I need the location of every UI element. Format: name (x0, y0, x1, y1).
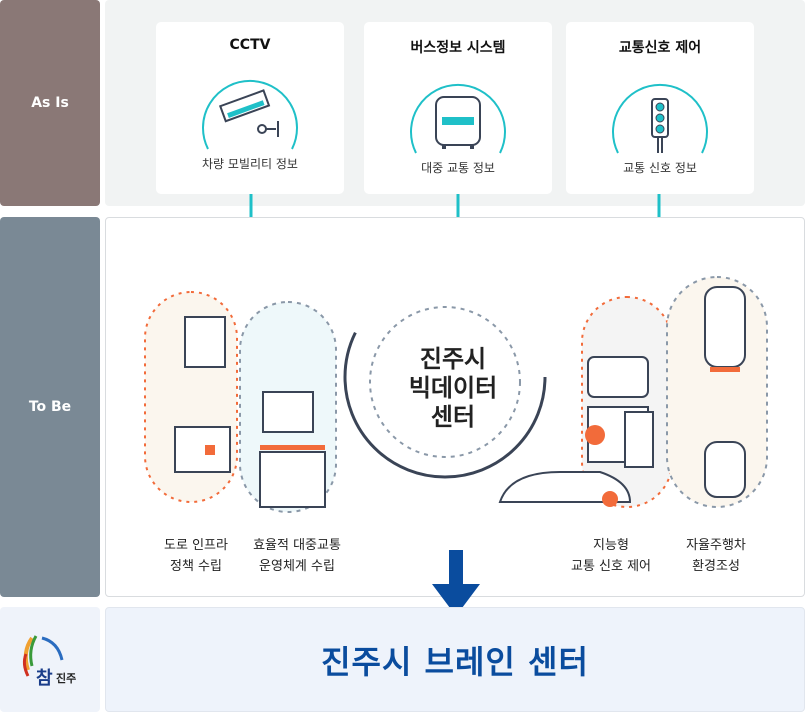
big-data-center-title: 진주시 빅데이터 센터 (408, 345, 498, 431)
card-subtitle: 차량 모빌리티 정보 (202, 157, 298, 171)
brain-center-title: 진주시 브레인 센터 (321, 642, 589, 681)
as-is-text: As Is (31, 95, 69, 111)
svg-text:진주: 진주 (56, 671, 76, 685)
brain-center-panel: 진주시 브레인 센터 (105, 607, 805, 712)
to-be-label: To Be (0, 217, 100, 597)
card-title: 교통신호 제어 (618, 40, 702, 56)
big-data-illustration (144, 275, 768, 513)
bus-icon (410, 83, 506, 154)
as-is-label: As Is (0, 0, 100, 206)
autonomous-vehicle-label: 자율주행차 환경조성 (686, 538, 746, 574)
card-title: CCTV (229, 37, 271, 53)
logo-icon: 참 진주 (22, 634, 76, 689)
svg-text:참: 참 (36, 668, 53, 689)
to-be-text: To Be (28, 399, 72, 415)
traffic-signal-card: 교통신호 제어 교통 신호 정보 (566, 22, 754, 194)
public-transit-label: 효율적 대중교통 운영체계 수립 (253, 538, 341, 574)
smart-signal-label: 지능형 교통 신호 제어 (570, 538, 652, 574)
card-subtitle: 대중 교통 정보 (421, 161, 495, 175)
bus-card: 버스정보 시스템 대중 교통 정보 (364, 22, 552, 194)
big-arrow-down-icon (432, 550, 480, 616)
card-subtitle: 교통 신호 정보 (623, 161, 697, 175)
road-infra-label: 도로 인프라 정책 수립 (164, 538, 228, 574)
cctv-icon (202, 79, 298, 150)
traffic-light-icon (612, 83, 708, 154)
cctv-card: CCTV 차량 모빌리티 정보 (156, 22, 344, 194)
charm-jinju-logo: 참 진주 (0, 607, 100, 712)
card-title: 버스정보 시스템 (410, 40, 506, 56)
